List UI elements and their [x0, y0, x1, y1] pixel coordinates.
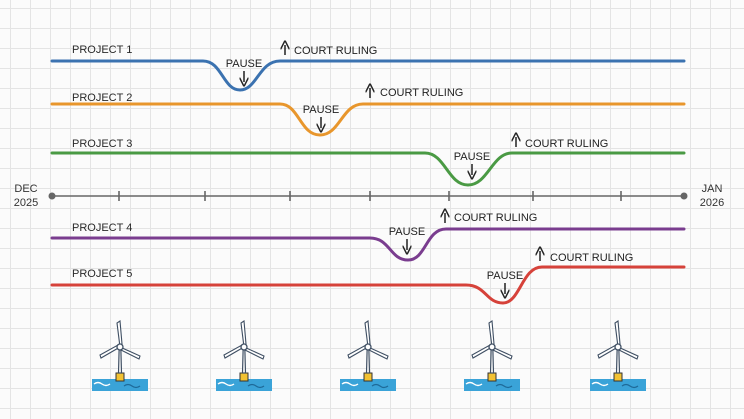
project-2-track: PROJECT 2 PAUSE COURT RULING — [50, 87, 686, 137]
axis-ticks — [118, 191, 622, 201]
project-4-line — [50, 227, 686, 262]
project-3-label: PROJECT 3 — [72, 138, 132, 150]
end-date-year: 2026 — [700, 197, 724, 209]
project-1-ruling-label: COURT RULING — [294, 45, 377, 57]
wind-turbine-icon — [589, 320, 647, 392]
project-2-line — [50, 102, 686, 137]
project-5-pause-label: PAUSE — [487, 270, 523, 282]
axis-start-dot — [48, 192, 56, 200]
wind-turbine-icon — [463, 320, 521, 392]
project-1-label: PROJECT 1 — [72, 44, 132, 56]
wind-turbine-icon — [339, 320, 397, 392]
project-3-track: PROJECT 3 PAUSE COURT RULING — [50, 137, 686, 187]
project-1-line — [50, 59, 686, 92]
wind-turbine-icon — [91, 320, 149, 392]
project-4-track: PROJECT 4 PAUSE COURT RULING — [50, 212, 686, 262]
timeline-axis: DEC 2025 JAN 2026 — [14, 183, 724, 209]
project-4-ruling-label: COURT RULING — [454, 212, 537, 224]
start-date-year: 2025 — [14, 197, 38, 209]
project-3-line — [50, 151, 686, 187]
project-3-ruling-label: COURT RULING — [525, 138, 608, 150]
end-date-month: JAN — [702, 183, 723, 195]
project-1-track: PROJECT 1 PAUSE COURT RULING — [50, 44, 686, 92]
project-4-label: PROJECT 4 — [72, 222, 132, 234]
project-1-pause-label: PAUSE — [226, 58, 262, 70]
project-5-label: PROJECT 5 — [72, 268, 132, 280]
project-2-ruling-label: COURT RULING — [380, 87, 463, 99]
project-5-track: PROJECT 5 PAUSE COURT RULING — [50, 251, 686, 305]
project-2-label: PROJECT 2 — [72, 92, 132, 104]
wind-turbine-icon — [215, 320, 273, 392]
project-3-pause-label: PAUSE — [454, 151, 490, 163]
project-2-pause-label: PAUSE — [303, 104, 339, 116]
turbines-row — [91, 320, 647, 392]
start-date-month: DEC — [14, 183, 37, 195]
axis-end-dot — [680, 192, 688, 200]
project-4-pause-label: PAUSE — [389, 226, 425, 238]
project-5-ruling-label: COURT RULING — [550, 252, 633, 264]
project-5-line — [50, 265, 686, 305]
